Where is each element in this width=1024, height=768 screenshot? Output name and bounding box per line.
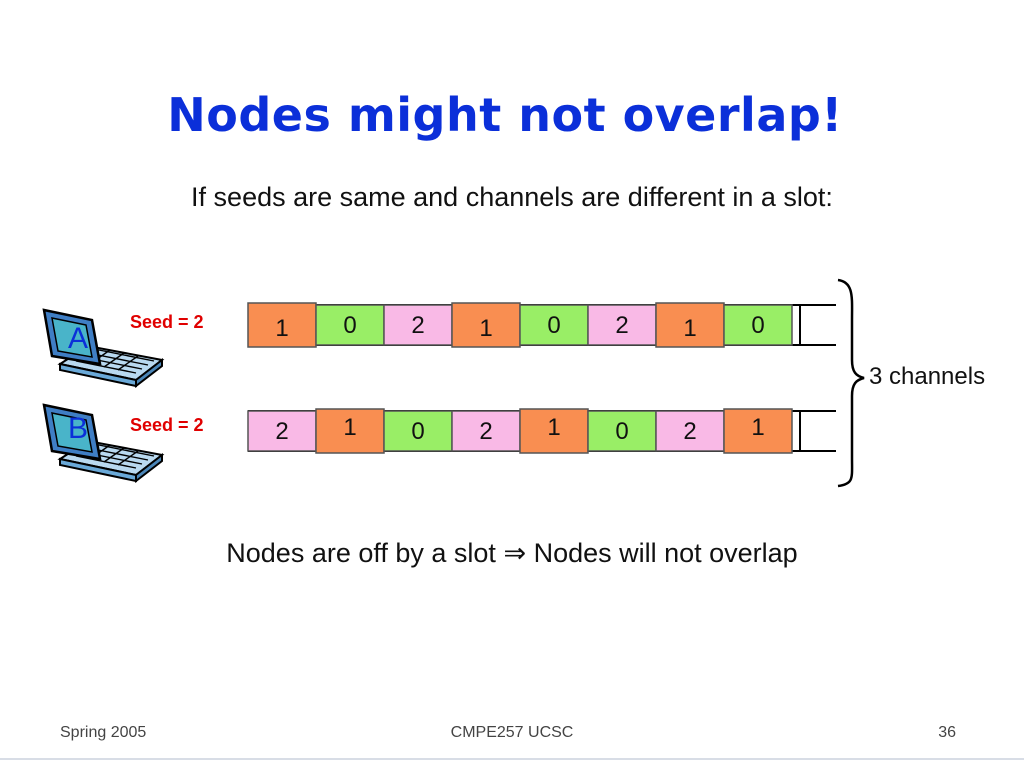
- slot-channel-number: 2: [479, 418, 492, 445]
- slot-cell: 1: [247, 302, 317, 348]
- slot-channel-number: 1: [275, 315, 288, 342]
- slot-fill: [315, 304, 385, 346]
- slot-channel-number: 0: [615, 418, 628, 445]
- slot-channel-number: 2: [683, 418, 696, 445]
- slot-cell: 0: [315, 304, 385, 346]
- slot-cell: 0: [519, 304, 589, 346]
- slot-cell: 1: [519, 408, 589, 454]
- slot-channel-number: 1: [479, 315, 492, 342]
- slot-channel-number: 1: [343, 414, 356, 441]
- seed-label: Seed = 2: [130, 312, 204, 332]
- footer-divider: [0, 758, 1024, 760]
- slot-channel-number: 2: [615, 312, 628, 339]
- slot-cell: 1: [723, 408, 793, 454]
- slot-cell: 0: [383, 410, 453, 452]
- slot-fill: [519, 304, 589, 346]
- slot-cell: 2: [587, 304, 657, 346]
- footer-page-number: 36: [938, 724, 956, 741]
- slot-fill: [587, 410, 657, 452]
- slot-cell: 1: [315, 408, 385, 454]
- conclusion-text: Nodes are off by a slot ⇒ Nodes will not…: [226, 538, 798, 568]
- slot-fill: [655, 302, 725, 348]
- slot-fill: [723, 304, 793, 346]
- slot-fill: [451, 302, 521, 348]
- slide-title: Nodes might not overlap!: [167, 88, 843, 142]
- channels-brace: 3 channels: [837, 278, 985, 488]
- slot-cell: 2: [247, 410, 317, 452]
- slot-cell: 0: [723, 304, 793, 346]
- slot-fill: [383, 304, 453, 346]
- slot-cell: 1: [655, 302, 725, 348]
- node-row-a: A Seed = 2 1 0 2 1 0 2 1 0: [42, 302, 836, 388]
- seed-label: Seed = 2: [130, 415, 204, 435]
- node-row-b: B Seed = 2 2 1 0 2 1 0 2 1: [42, 403, 836, 483]
- slide-subtitle: If seeds are same and channels are diffe…: [191, 182, 833, 212]
- footer-date: Spring 2005: [60, 724, 147, 741]
- slot-cell: 2: [451, 410, 521, 452]
- slot-channel-number: 1: [751, 414, 764, 441]
- node-letter: A: [68, 322, 88, 355]
- slot-channel-number: 0: [751, 312, 764, 339]
- slot-fill: [723, 408, 793, 454]
- slot-cell: 0: [587, 410, 657, 452]
- slot-cell: 1: [451, 302, 521, 348]
- node-letter: B: [68, 412, 88, 445]
- footer-course: CMPE257 UCSC: [450, 724, 574, 741]
- slot-fill: [519, 408, 589, 454]
- slot-cell: 2: [655, 410, 725, 452]
- slot-channel-number: 0: [411, 418, 424, 445]
- channels-label: 3 channels: [869, 363, 985, 390]
- slot-channel-number: 2: [275, 418, 288, 445]
- slot-fill: [315, 408, 385, 454]
- slot-cell: 2: [383, 304, 453, 346]
- slot-channel-number: 1: [547, 414, 560, 441]
- slot-fill: [587, 304, 657, 346]
- slot-fill: [247, 410, 317, 452]
- slot-fill: [655, 410, 725, 452]
- slot-fill: [383, 410, 453, 452]
- slot-channel-number: 0: [343, 312, 356, 339]
- slot-channel-number: 1: [683, 315, 696, 342]
- slot-channel-number: 0: [547, 312, 560, 339]
- slot-channel-number: 2: [411, 312, 424, 339]
